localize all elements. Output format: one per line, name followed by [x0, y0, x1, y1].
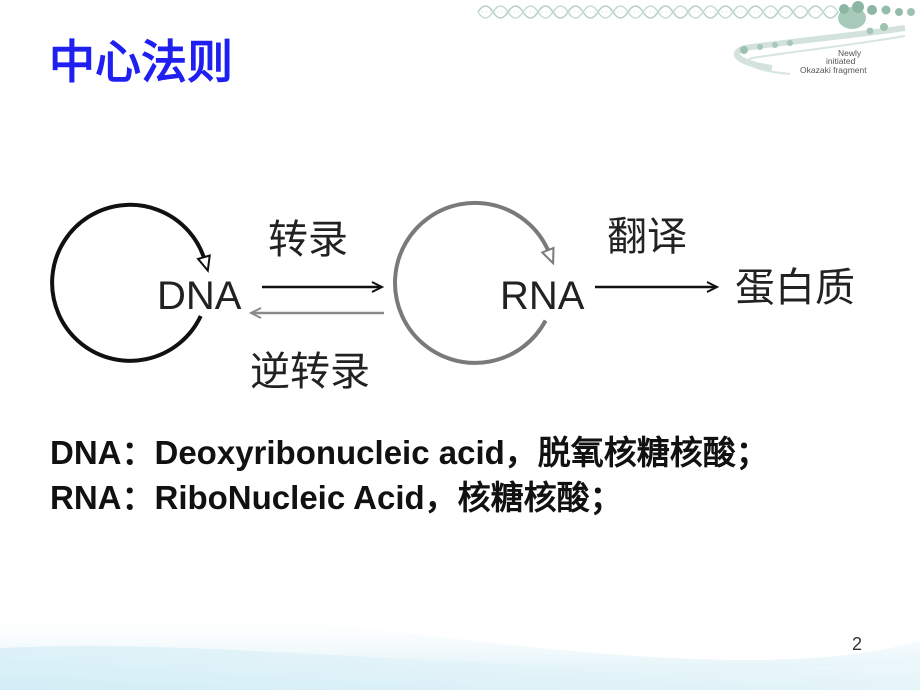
bottom-wave-decoration: [0, 609, 920, 690]
caption-line-okazaki-fragment: Okazaki fragment: [800, 65, 867, 75]
rna-replication-arrowhead: [540, 246, 555, 266]
page-number: 2: [852, 634, 863, 654]
dna-replication-arrowhead: [196, 254, 211, 274]
transcription-arrowhead: [371, 281, 385, 293]
dna-helix-decoration: [477, 1, 915, 75]
rna-definition: RNA：RiboNucleic Acid，核糖核酸；: [50, 479, 623, 516]
transcription-label: 转录: [268, 218, 348, 262]
page-title: 中心法则: [49, 36, 233, 88]
caption-line-initiated: initiated: [826, 56, 856, 66]
rna-replication-arc: [392, 200, 552, 365]
dna-replication-arc: [50, 202, 207, 363]
reverse-transcription-label: 逆转录: [250, 350, 370, 394]
dna-label: DNA: [157, 274, 242, 318]
reverse-transcription-arrowhead: [248, 307, 262, 319]
dna-definition: DNA：Deoxyribonucleic acid，脱氧核糖核酸；: [50, 434, 769, 471]
definitions-block: DNA：Deoxyribonucleic acid，脱氧核糖核酸； RNA：Ri…: [50, 430, 769, 520]
caption-line-newly: Newly: [838, 48, 862, 58]
central-dogma-diagram: DNA 转录 逆转录 RNA 翻译 蛋白质: [50, 200, 855, 394]
translation-arrowhead: [706, 281, 720, 293]
translation-label: 翻译: [607, 215, 687, 259]
okazaki-fragment-caption: Newly initiated Okazaki fragment: [800, 48, 867, 75]
protein-label: 蛋白质: [735, 266, 855, 310]
rna-label: RNA: [500, 274, 585, 318]
